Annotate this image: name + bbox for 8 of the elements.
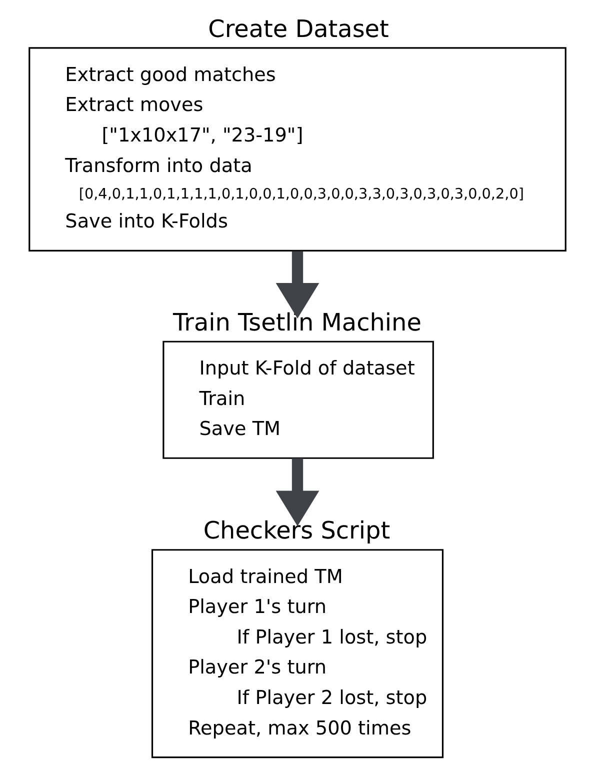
node-label: Train Tsetlin Machine xyxy=(173,308,422,336)
arrow xyxy=(276,251,320,318)
node-label: Create Dataset xyxy=(208,14,389,43)
node-label: Checkers Script xyxy=(203,516,390,545)
node-box: Extract good matches Extract moves ["1x10x17", "23-19"] Transform into data [0,4,0,1,1,0,1,1,1,1,0,1,0,0,1,0,0,3,0,0,3,3,0,3,0,3,0,3,0,0,2,0] Save into K-Folds xyxy=(28,47,566,252)
arrow xyxy=(276,458,320,526)
node-box: Input K-Fold of dataset Train Save TM xyxy=(162,340,434,459)
node-box: Load trained TM Player 1's turn If Player 1 lost, stop Player 2's turn If Player 2 lost, stop Repeat, max 500 times xyxy=(151,549,444,758)
